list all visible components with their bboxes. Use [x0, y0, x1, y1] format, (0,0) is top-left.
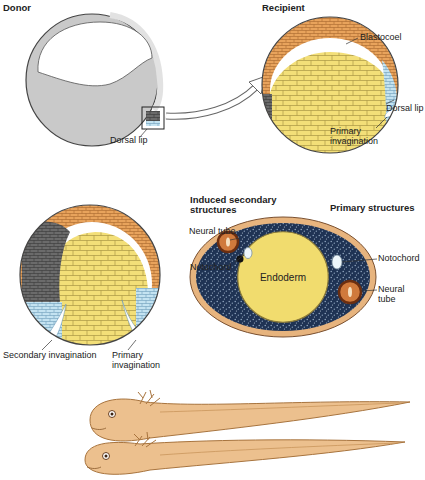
lower-gills	[134, 432, 156, 447]
primary-structures	[332, 255, 361, 303]
panel-title: Donor	[3, 3, 83, 13]
transfer-arrow	[166, 76, 266, 116]
upper-pupil	[111, 413, 114, 416]
part-label: Dorsal lip	[386, 104, 424, 114]
upper-gills	[138, 390, 160, 406]
part-label: Dorsal lip	[110, 136, 170, 146]
node-shape	[238, 232, 329, 323]
primary-notochord	[332, 255, 342, 269]
leader-line	[346, 38, 358, 44]
donor-sphere	[26, 14, 158, 146]
leader-line	[42, 340, 52, 350]
primary-invagination-slit	[122, 300, 150, 347]
section-heading: Induced secondary structures	[190, 195, 280, 216]
leader-line	[230, 238, 240, 240]
part-label: Blastocoel	[360, 33, 424, 43]
secondary-invagination-slit	[40, 304, 66, 347]
secondary-neural-lumen	[226, 238, 230, 247]
donor-embryo	[26, 14, 164, 146]
secondary-structures	[218, 232, 252, 263]
part-label: Primary invagination	[112, 351, 172, 371]
grafted-blue-cells	[260, 128, 274, 144]
upper-mouth	[92, 428, 106, 430]
recipient-yolk	[260, 52, 400, 160]
endoderm-circle: Endoderm	[237, 231, 329, 323]
upper-eye	[109, 411, 116, 418]
grafted-dorsal-lip	[260, 94, 272, 128]
upper-tadpole	[90, 399, 410, 441]
leader-line	[361, 290, 377, 291]
node-label: Endoderm	[260, 272, 306, 283]
excision-box	[142, 107, 164, 129]
leader-line	[342, 259, 377, 262]
part-label: Neural tube	[189, 227, 241, 237]
grafted-tissue	[22, 222, 70, 302]
panel-title: Recipient	[262, 3, 352, 13]
node-text-box: Endoderm	[237, 231, 329, 323]
lower-mouth	[87, 467, 101, 469]
ectoderm-layer	[190, 217, 376, 337]
mesoderm-layer	[196, 223, 370, 331]
part-label: Primary invagination	[330, 127, 376, 147]
leader-line	[376, 117, 387, 128]
primary-lip-cells	[136, 288, 166, 352]
lower-tadpole	[85, 440, 405, 474]
leader-lines	[42, 38, 394, 350]
part-label: Secondary invagination	[3, 351, 123, 361]
twin-tadpoles	[85, 390, 410, 474]
section-heading: Primary structures	[330, 203, 425, 213]
secondary-notochord-dot	[237, 256, 244, 263]
part-label: Neural tube	[378, 285, 418, 305]
double-gastrula	[18, 205, 166, 352]
secondary-notochord	[244, 248, 252, 259]
part-label: Notochord	[378, 254, 425, 264]
leader-line	[128, 340, 136, 350]
arrow-shaft	[166, 87, 256, 116]
lower-pupil	[105, 455, 108, 458]
leader-line	[235, 255, 244, 262]
neurula-cross-section	[190, 217, 376, 337]
donor-blastocoel	[38, 22, 152, 86]
arrow-shaft-outline	[166, 87, 256, 116]
lower-eye	[103, 453, 110, 460]
upper-tail-fin-line	[160, 403, 400, 412]
lower-tail-fin-line	[160, 443, 398, 455]
part-label: Notochord	[190, 263, 242, 273]
primary-neural-lumen	[348, 287, 352, 297]
primary-neural-tube	[339, 281, 361, 303]
gastrula-outline	[20, 205, 160, 345]
donor-lip-blue-cells	[146, 121, 160, 126]
